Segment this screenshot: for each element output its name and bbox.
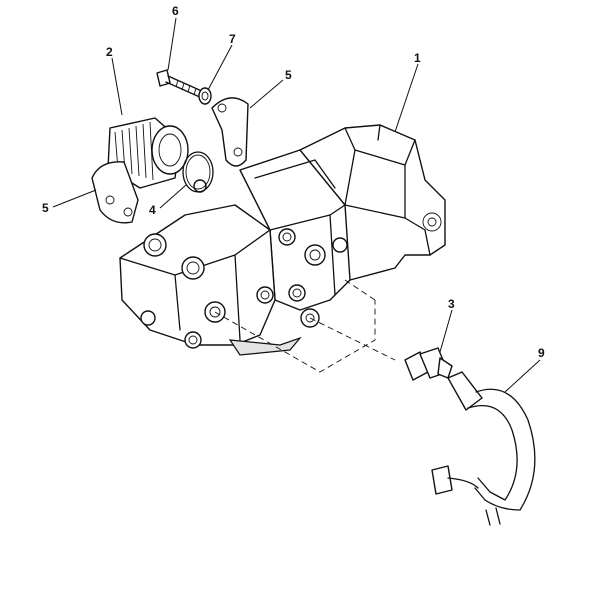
split-flange-half-upper [211, 97, 249, 167]
callout-5-lower: 5 [42, 201, 49, 215]
flange-bolt [156, 69, 205, 99]
callout-2: 2 [106, 45, 113, 59]
callout-labels: 1 2 3 4 5 5 6 7 9 [42, 4, 545, 360]
callout-leaders [52, 17, 541, 393]
assembly-centre-lines [214, 279, 396, 373]
hydraulic-pump-body [119, 124, 446, 356]
callout-3: 3 [448, 297, 455, 311]
flange-washer [198, 87, 212, 105]
callout-7: 7 [229, 32, 236, 46]
callout-1: 1 [414, 51, 421, 65]
callout-4: 4 [149, 203, 156, 217]
split-flange-half-lower [91, 161, 139, 224]
callout-9: 9 [538, 346, 545, 360]
callout-6: 6 [172, 4, 179, 18]
pipe-adaptor [404, 347, 453, 381]
callout-5-upper: 5 [285, 68, 292, 82]
o-ring-seal [182, 151, 214, 193]
drain-pipe-assembly [431, 371, 536, 526]
